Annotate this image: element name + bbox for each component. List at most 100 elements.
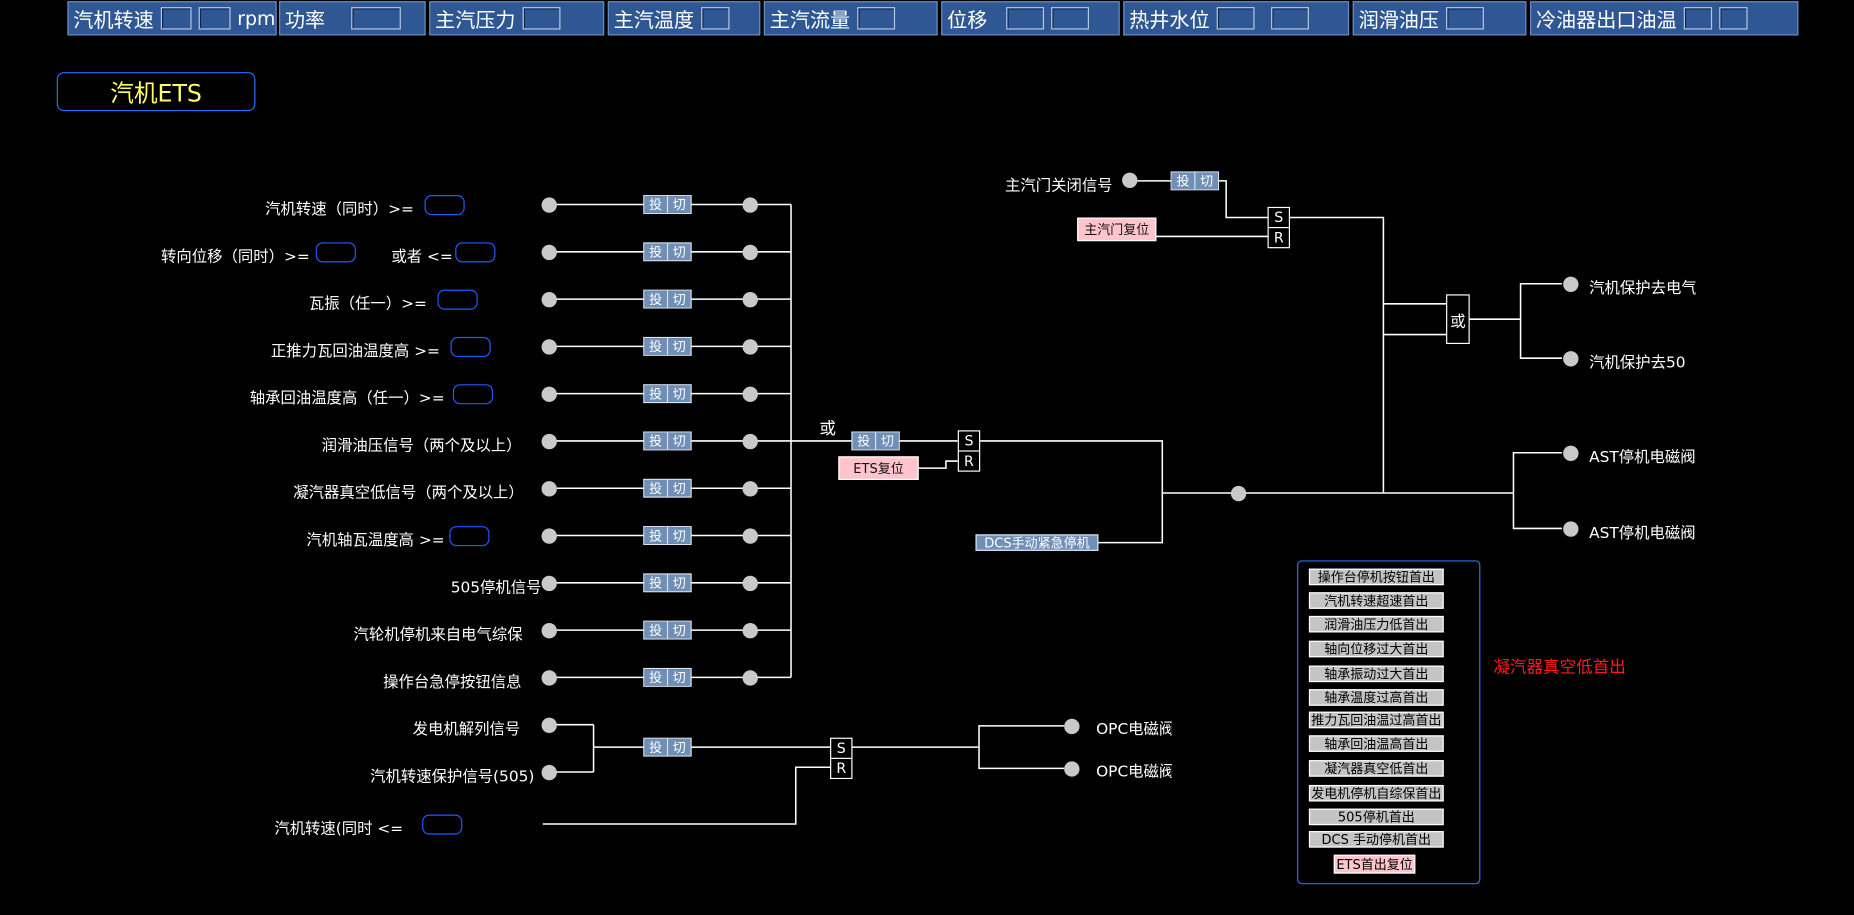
ets-reset-button[interactable]: ETS复位: [838, 456, 919, 480]
first-out-button[interactable]: 轴承回油温高首出: [1308, 735, 1444, 752]
setpoint-input[interactable]: [450, 336, 491, 358]
toggle-on[interactable]: 投: [644, 196, 667, 213]
signal-label: 凝汽器真空低信号（两个及以上）: [293, 484, 524, 503]
toggle-off[interactable]: 切: [666, 574, 691, 592]
toggle-off[interactable]: 切: [666, 432, 691, 450]
opc-enable-toggle[interactable]: 投切: [643, 737, 692, 757]
first-out-button[interactable]: 操作台停机按钮首出: [1308, 568, 1444, 586]
header-main-steam-flow: 主汽流量: [763, 1, 938, 36]
enable-toggle[interactable]: 投切: [643, 526, 692, 545]
enable-toggle[interactable]: 投切: [643, 478, 692, 498]
set-input: S: [964, 432, 974, 450]
set-input: S: [836, 740, 846, 757]
enable-toggle[interactable]: 投切: [643, 384, 692, 404]
value-box: [1683, 7, 1713, 30]
enable-toggle[interactable]: 投切: [643, 431, 692, 451]
set-input: S: [1274, 209, 1284, 226]
toggle-off[interactable]: 切: [666, 738, 691, 756]
ets-enable-toggle[interactable]: 投切: [851, 431, 900, 451]
signal-status-dot: [541, 575, 557, 592]
reset-input: R: [1268, 226, 1289, 247]
output-status-dot: [742, 670, 758, 686]
enable-toggle[interactable]: 投切: [643, 620, 692, 640]
toggle-on[interactable]: 投: [644, 479, 667, 497]
reset-input: R: [831, 757, 852, 778]
toggle-off[interactable]: 切: [666, 338, 691, 355]
setpoint-input[interactable]: [315, 242, 356, 263]
toggle-on[interactable]: 投: [644, 385, 667, 402]
toggle-on[interactable]: 投: [852, 432, 875, 450]
main-valve-enable-toggle[interactable]: 投切: [1170, 171, 1220, 191]
enable-toggle[interactable]: 投切: [643, 195, 692, 214]
opc-input-label: 汽机转速保护信号(505): [370, 768, 535, 787]
signal-status-dot: [541, 481, 557, 497]
toggle-on[interactable]: 投: [1171, 172, 1195, 190]
setpoint-input[interactable]: [422, 814, 463, 835]
output-dot: [1563, 445, 1579, 462]
value-box: [1051, 7, 1089, 30]
toggle-off[interactable]: 切: [666, 479, 691, 497]
setpoint-input[interactable]: [437, 289, 478, 310]
output-status-dot: [742, 623, 758, 639]
toggle-on[interactable]: 投: [644, 669, 667, 686]
dcs-emergency-stop-button[interactable]: DCS手动紧急停机: [975, 534, 1099, 551]
toggle-on[interactable]: 投: [644, 574, 667, 592]
enable-toggle[interactable]: 投切: [643, 242, 692, 262]
toggle-off[interactable]: 切: [666, 196, 691, 213]
setpoint-input[interactable]: [452, 384, 494, 405]
toggle-off[interactable]: 切: [666, 621, 691, 639]
toggle-on[interactable]: 投: [644, 738, 667, 756]
header-displacement: 位移: [941, 1, 1120, 36]
status-header: 汽机转速 rpm 功率 主汽压力 主汽温度 主汽流量 位移 热井水位: [0, 0, 1854, 40]
output-dot: [1563, 276, 1579, 292]
setpoint-input[interactable]: [424, 195, 465, 216]
first-out-reset-button[interactable]: ETS首出复位: [1333, 854, 1416, 874]
toggle-off[interactable]: 切: [1194, 172, 1218, 190]
setpoint-input[interactable]: [449, 526, 490, 547]
enable-toggle[interactable]: 投切: [643, 289, 692, 309]
toggle-on[interactable]: 投: [644, 290, 667, 308]
toggle-on[interactable]: 投: [644, 432, 667, 450]
signal-label: 汽机轴瓦温度高 >=: [306, 531, 445, 550]
enable-toggle[interactable]: 投切: [643, 336, 692, 356]
header-label: 功率: [284, 9, 326, 34]
first-out-button[interactable]: 轴向位移过大首出: [1308, 640, 1444, 658]
first-out-button[interactable]: 凝汽器真空低首出: [1308, 760, 1444, 777]
enable-toggle[interactable]: 投切: [643, 573, 692, 593]
header-power: 功率: [279, 1, 426, 36]
toggle-on[interactable]: 投: [644, 621, 667, 639]
toggle-off[interactable]: 切: [666, 290, 691, 308]
toggle-off[interactable]: 切: [874, 432, 899, 450]
setpoint-input[interactable]: [455, 242, 496, 263]
toggle-off[interactable]: 切: [666, 669, 691, 686]
first-out-button[interactable]: 505停机首出: [1308, 808, 1444, 826]
first-out-button[interactable]: 润滑油压力低首出: [1308, 615, 1444, 633]
signal-label: 正推力瓦回油温度高 >=: [270, 342, 440, 361]
toggle-off[interactable]: 切: [666, 243, 691, 261]
first-out-button[interactable]: 发电机停机自综保首出: [1308, 784, 1444, 802]
first-out-button[interactable]: 推力瓦回油温过高首出: [1308, 711, 1444, 729]
main-valve-reset-button[interactable]: 主汽门复位: [1077, 217, 1157, 242]
first-out-button[interactable]: 轴承振动过大首出: [1308, 665, 1444, 683]
toggle-on[interactable]: 投: [644, 527, 667, 544]
enable-toggle[interactable]: 投切: [643, 667, 692, 687]
toggle-on[interactable]: 投: [644, 338, 667, 355]
page-title: 汽机ETS: [56, 72, 256, 112]
header-unit: rpm: [237, 7, 276, 30]
toggle-off[interactable]: 切: [666, 527, 691, 544]
first-out-button[interactable]: 汽机转速超速首出: [1308, 592, 1444, 609]
signal-label: 转向位移（同时）>=: [161, 248, 310, 266]
first-out-button[interactable]: 轴承温度过高首出: [1308, 689, 1444, 706]
first-out-button[interactable]: DCS 手动停机首出: [1308, 831, 1444, 848]
output-status-dot: [742, 197, 758, 213]
output-dot: [1563, 351, 1579, 367]
toggle-on[interactable]: 投: [644, 243, 667, 261]
signal-label: 轴承回油温度高（任一）>=: [249, 390, 445, 408]
value-box: [199, 7, 231, 30]
toggle-off[interactable]: 切: [666, 385, 691, 402]
header-main-steam-temp: 主汽温度: [607, 1, 761, 36]
header-label: 冷油器出口油温: [1535, 9, 1677, 34]
signal-status-dot: [541, 244, 557, 261]
